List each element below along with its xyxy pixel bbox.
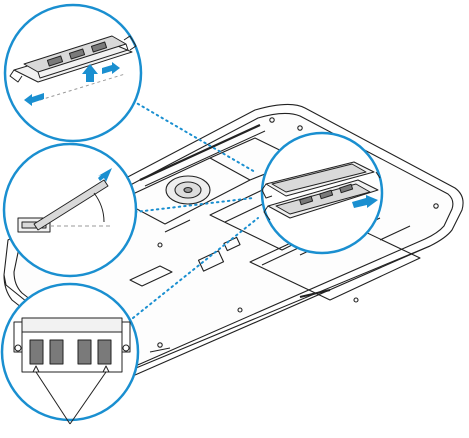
remove-memory-callout (5, 5, 141, 141)
memory-notch-callout (2, 284, 138, 424)
bay-detail-callout (262, 133, 382, 253)
insert-angle-callout (4, 144, 136, 276)
